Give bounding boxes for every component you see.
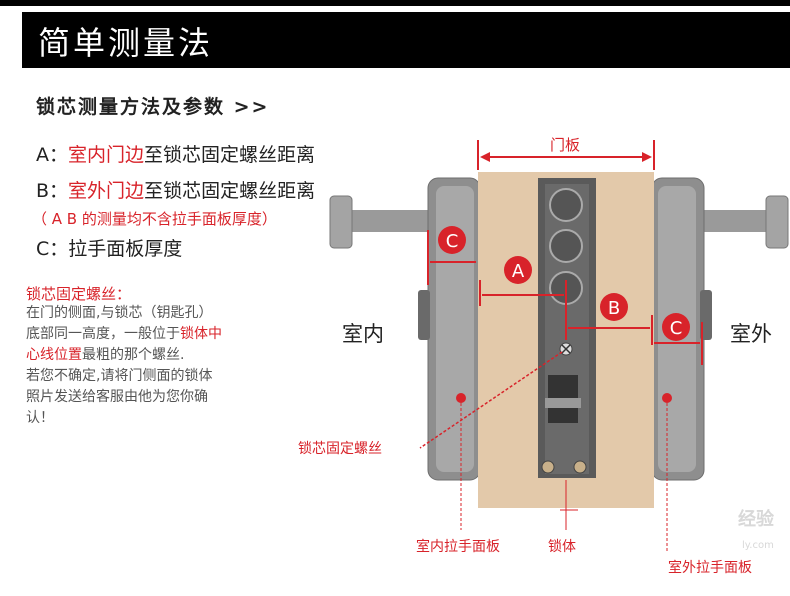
line-c-text: 拉手面板厚度 xyxy=(68,238,183,260)
side-note-title: 锁芯固定螺丝： xyxy=(26,285,132,303)
line-c-prefix: C： xyxy=(36,238,69,260)
screw-label: 锁芯固定螺丝 xyxy=(298,441,382,457)
bottom-screw-right xyxy=(573,460,587,474)
right-handle-end xyxy=(765,195,789,249)
line-c: C：拉手面板厚度 xyxy=(36,234,182,261)
line-a-highlight: 室内门边 xyxy=(68,144,145,166)
marker-c-right xyxy=(662,313,690,341)
line-b-highlight: 室外门边 xyxy=(68,180,145,202)
line-b-prefix: B： xyxy=(36,180,69,202)
arrow-left-icon xyxy=(480,152,490,162)
left-handle-shaft xyxy=(338,210,428,232)
marker-c-left-text: C xyxy=(446,231,459,252)
header: 简单测量法 xyxy=(0,0,790,68)
lock-body-label: 锁体 xyxy=(548,539,576,555)
watermark: 经验 xyxy=(738,509,774,530)
section-heading: 锁芯测量方法及参数 >> xyxy=(36,96,270,118)
side-note-p3: 若您不确定,请将门侧面的锁体照片发送给客服由他为您你确认！ xyxy=(26,368,213,426)
page-title: 简单测量法 xyxy=(38,24,214,62)
latch-bolt xyxy=(545,398,581,408)
marker-a-text: A xyxy=(512,261,525,282)
side-note-p2: 最粗的那个螺丝. xyxy=(82,347,185,363)
measure-note: （ A B 的测量均不含拉手面板厚度） xyxy=(32,210,277,228)
line-a-text: 至锁芯固定螺丝距离 xyxy=(144,144,316,166)
outdoor-panel-label: 室外拉手面板 xyxy=(668,560,752,576)
lock-hole-1 xyxy=(549,188,583,222)
marker-a xyxy=(504,256,532,284)
lock-hole-2 xyxy=(549,229,583,263)
marker-c-left xyxy=(438,226,466,254)
header-bar xyxy=(22,12,790,68)
indoor-panel-label: 室内拉手面板 xyxy=(416,539,500,555)
door-board-label: 门板 xyxy=(550,136,581,154)
right-handle-shaft xyxy=(700,210,780,232)
line-a-prefix: A： xyxy=(36,144,68,166)
line-b: B：室外门边至锁芯固定螺丝距离 xyxy=(36,176,315,203)
side-note-highlight: 锁体中心线位置 xyxy=(26,326,222,363)
line-b-text: 至锁芯固定螺丝距离 xyxy=(144,180,316,202)
indoor-panel-dot xyxy=(456,393,466,403)
left-handle-end xyxy=(329,195,353,249)
outdoor-label: 室外 xyxy=(730,322,772,346)
marker-b-text: B xyxy=(608,298,620,319)
line-a: A：室内门边至锁芯固定螺丝距离 xyxy=(36,140,315,167)
marker-b xyxy=(600,293,628,321)
side-note-p1: 在门的侧面,与锁芯（钥匙孔）底部同一高度，一般位于 xyxy=(26,305,213,342)
screw-slot-icon xyxy=(561,344,571,354)
indoor-knob xyxy=(418,290,430,340)
screw-leader-line xyxy=(419,351,563,449)
bottom-screw-left xyxy=(541,460,555,474)
side-note-body: 在门的侧面,与锁芯（钥匙孔）底部同一高度，一般位于锁体中心线位置最粗的那个螺丝.… xyxy=(26,303,226,429)
outdoor-panel-dot xyxy=(662,393,672,403)
indoor-label: 室内 xyxy=(342,322,384,346)
marker-c-right-text: C xyxy=(670,318,683,339)
watermark-sub: ly.com xyxy=(742,540,774,551)
arrow-right-icon xyxy=(642,152,652,162)
